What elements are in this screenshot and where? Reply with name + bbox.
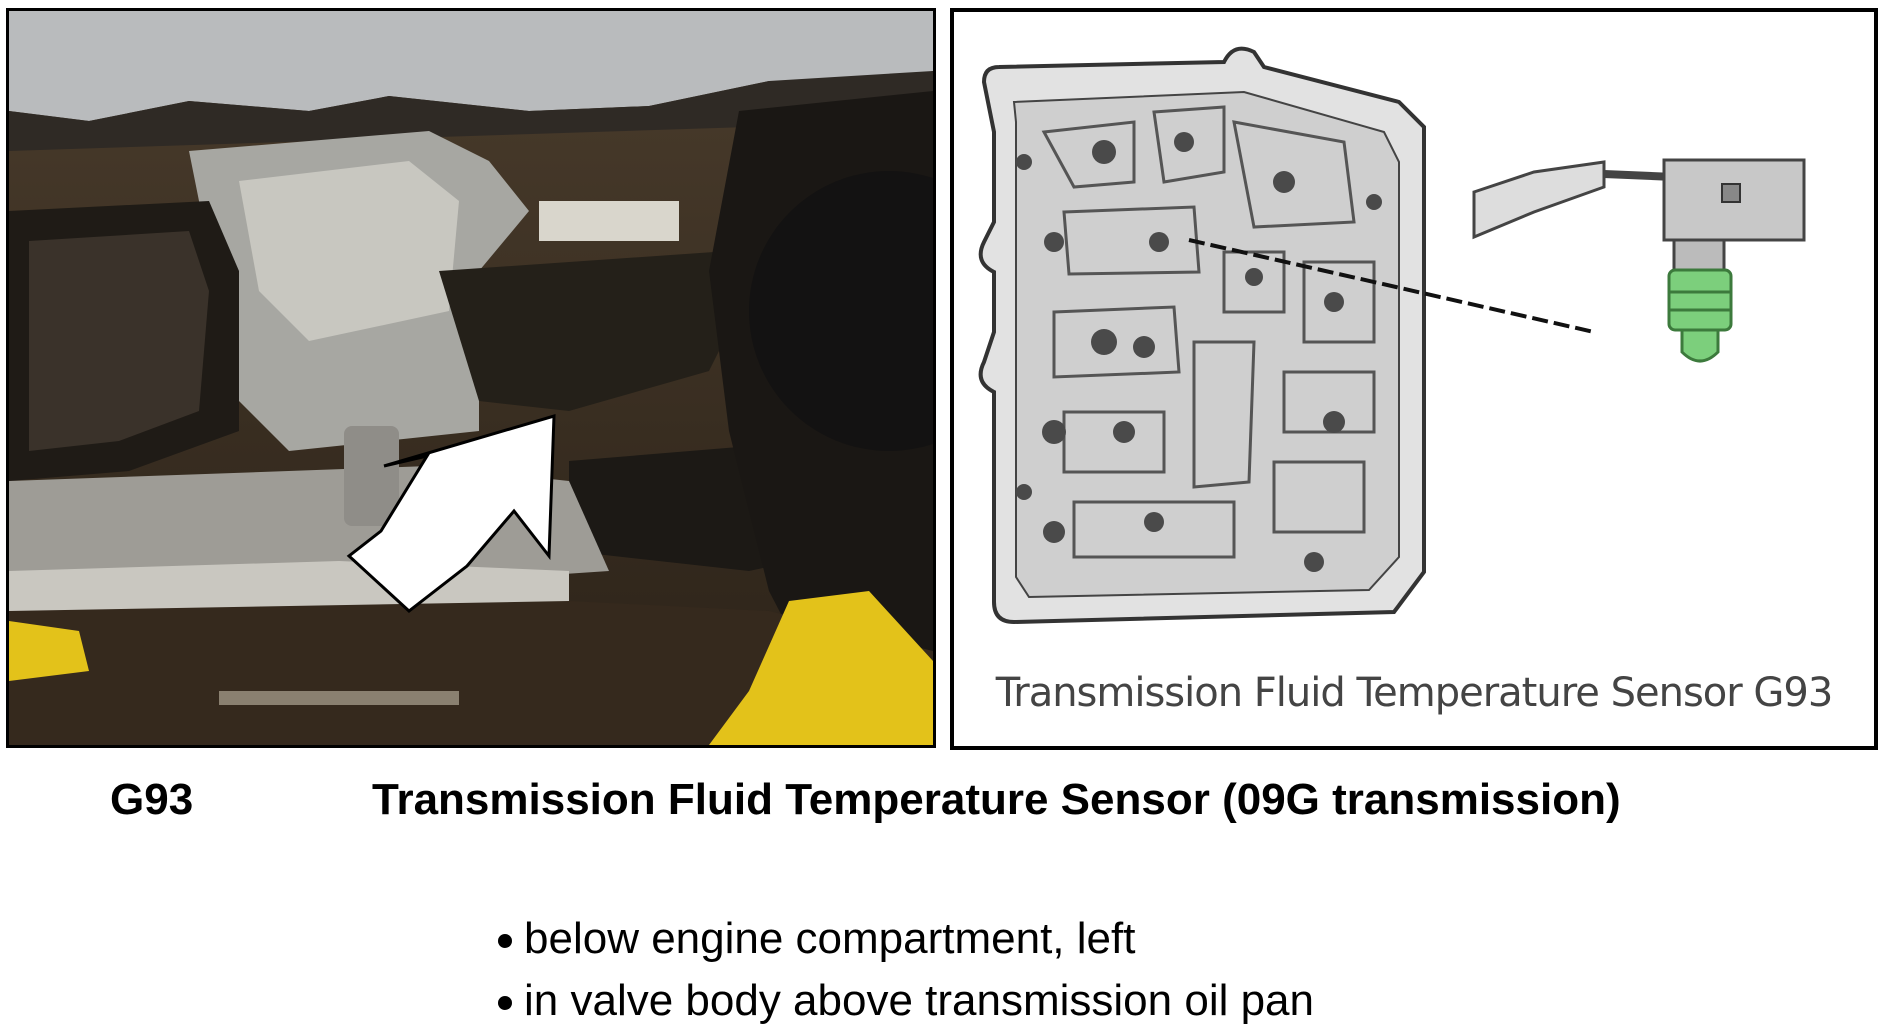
component-code: G93 <box>110 775 194 824</box>
list-item: in valve body above transmission oil pan <box>498 970 1314 1032</box>
component-title: Transmission Fluid Temperature Sensor (0… <box>372 775 1621 824</box>
vehicle-underside-photo <box>6 8 936 748</box>
temperature-sensor-icon <box>1667 268 1733 363</box>
photo-illustration <box>9 11 933 745</box>
bullet-icon <box>498 934 512 948</box>
diagram-caption: Transmission Fluid Temperature Sensor G9… <box>995 670 1834 716</box>
list-item: below engine compartment, left <box>498 908 1314 970</box>
wire-harness <box>1472 160 1606 240</box>
location-text: in valve body above transmission oil pan <box>524 976 1315 1025</box>
diagram-illustration <box>978 46 1806 625</box>
location-list: below engine compartment, left in valve … <box>498 908 1314 1032</box>
valve-body-diagram: Transmission Fluid Temperature Sensor G9… <box>950 8 1878 750</box>
location-arrow <box>346 413 556 613</box>
location-text: below engine compartment, left <box>524 914 1136 963</box>
bullet-icon <box>498 996 512 1010</box>
leader-line <box>1188 238 1595 334</box>
